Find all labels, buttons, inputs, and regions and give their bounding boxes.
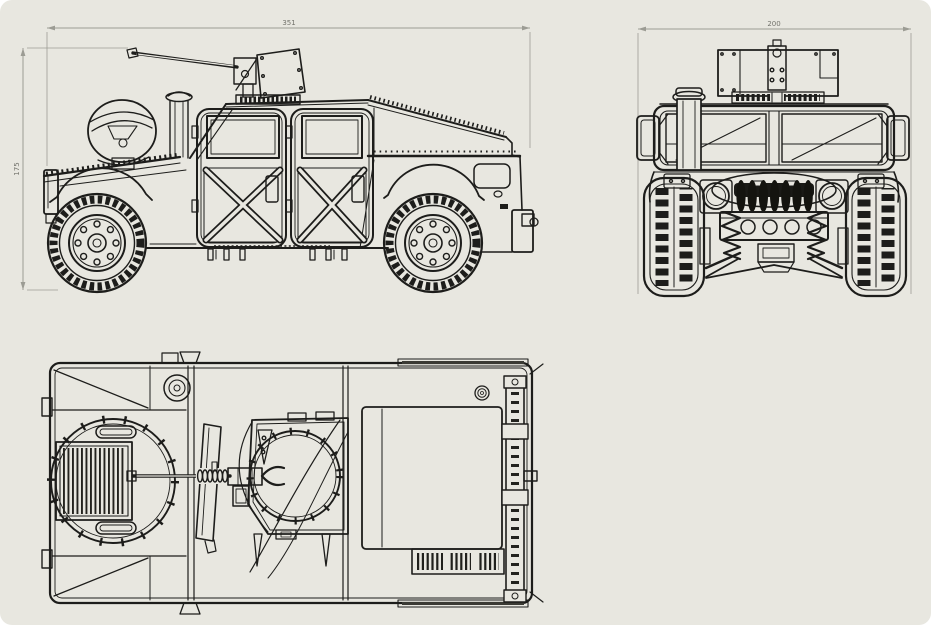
top-turret [238,411,349,579]
front-door-window [206,115,280,159]
dimension-width-label: 200 [767,20,780,28]
helmet-figure [87,99,157,170]
front-right-wheel [846,178,906,296]
headlights-grille [699,179,849,214]
fuel-door [473,163,511,189]
bed-vent-grille [411,548,505,575]
grille-slots [736,180,813,212]
front-door [191,108,287,248]
dimension-width [637,26,912,294]
turret-gun [126,47,306,105]
rear-end [473,156,539,253]
rocker-brackets [207,245,348,261]
snorkel [165,91,193,159]
top-mirror-upper [179,351,201,364]
side-rear-wheel [384,194,482,292]
rear-door-window [301,115,363,159]
front-door-handle [265,175,279,203]
top-body-outline [41,351,544,615]
top-gun [126,461,286,507]
rear-door-handle [351,175,365,203]
side-front-wheel [48,194,146,292]
front-turret [717,39,839,104]
front-suspension [699,210,849,279]
front-view-drawing [636,39,910,296]
dimension-height-label: 175 [13,162,21,175]
gun-shield-plate [256,48,306,99]
top-view-drawing [41,351,544,615]
top-mirror-lower [179,602,201,615]
dimension-length [46,25,531,166]
top-hood-fan-ring [47,374,191,547]
top-rear-gate [501,375,538,603]
dimension-length-label: 351 [282,19,295,27]
dimension-annotations: 351 200 175 [13,19,912,294]
front-snorkel [672,87,706,171]
side-mirrors [636,113,910,165]
top-cargo-bed [361,385,505,575]
side-view-drawing [42,47,539,292]
fuel-cap [474,385,490,401]
top-hood-grille [55,441,133,521]
top-windshield [195,423,222,554]
front-left-wheel [644,178,704,296]
dimension-height [20,47,128,291]
tow-shackle [521,213,535,227]
hood-front-end [42,152,187,224]
rear-door [285,108,374,248]
right-coil-spring [806,210,828,261]
left-coil-spring [720,210,742,261]
top-intake-cap [163,374,191,402]
